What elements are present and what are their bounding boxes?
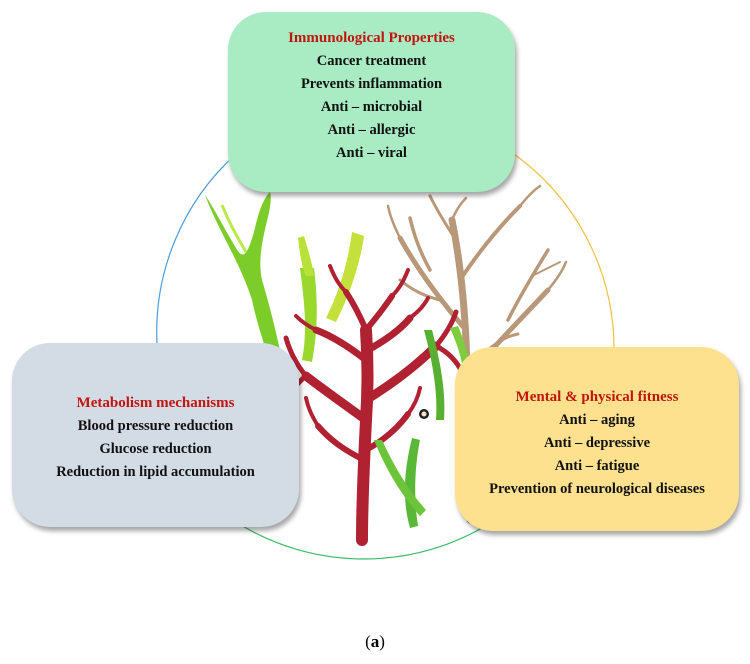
green-kelp bbox=[205, 192, 364, 362]
box-item: Prevention of neurological diseases bbox=[489, 481, 705, 497]
box-item: Anti – viral bbox=[336, 145, 407, 161]
box-item: Anti – allergic bbox=[327, 122, 416, 138]
caption-close-paren: ) bbox=[379, 632, 385, 651]
ring-arc-green bbox=[235, 521, 493, 560]
box-item: Blood pressure reduction bbox=[77, 418, 234, 434]
caption-open-paren: ( bbox=[365, 632, 371, 651]
box-item: Cancer treatment bbox=[316, 53, 427, 69]
box-title: Immunological Properties bbox=[288, 30, 455, 46]
caption-letter: a bbox=[370, 632, 380, 651]
mental-physical-fitness-box: Mental & physical fitness Anti – aging A… bbox=[455, 347, 739, 531]
figure-caption: (a) bbox=[0, 632, 750, 652]
box-item: Anti – fatigue bbox=[554, 458, 640, 474]
ring-arc-yellow bbox=[507, 149, 615, 353]
box-item: Reduction in lipid accumulation bbox=[56, 464, 255, 480]
box-title: Mental & physical fitness bbox=[515, 389, 679, 405]
box-title: Metabolism mechanisms bbox=[76, 395, 235, 411]
box-item: Anti – depressive bbox=[543, 435, 651, 451]
ring-arc-blue bbox=[156, 153, 237, 345]
immunological-properties-box: Immunological Properties Cancer treatmen… bbox=[228, 12, 515, 192]
red-seaweed bbox=[283, 264, 465, 546]
box-item: Prevents inflammation bbox=[300, 76, 443, 92]
metabolism-mechanisms-box: Metabolism mechanisms Blood pressure red… bbox=[12, 343, 299, 527]
box-item: Anti – microbial bbox=[320, 99, 423, 115]
box-item: Glucose reduction bbox=[99, 441, 212, 457]
box-item: Anti – aging bbox=[559, 412, 635, 428]
